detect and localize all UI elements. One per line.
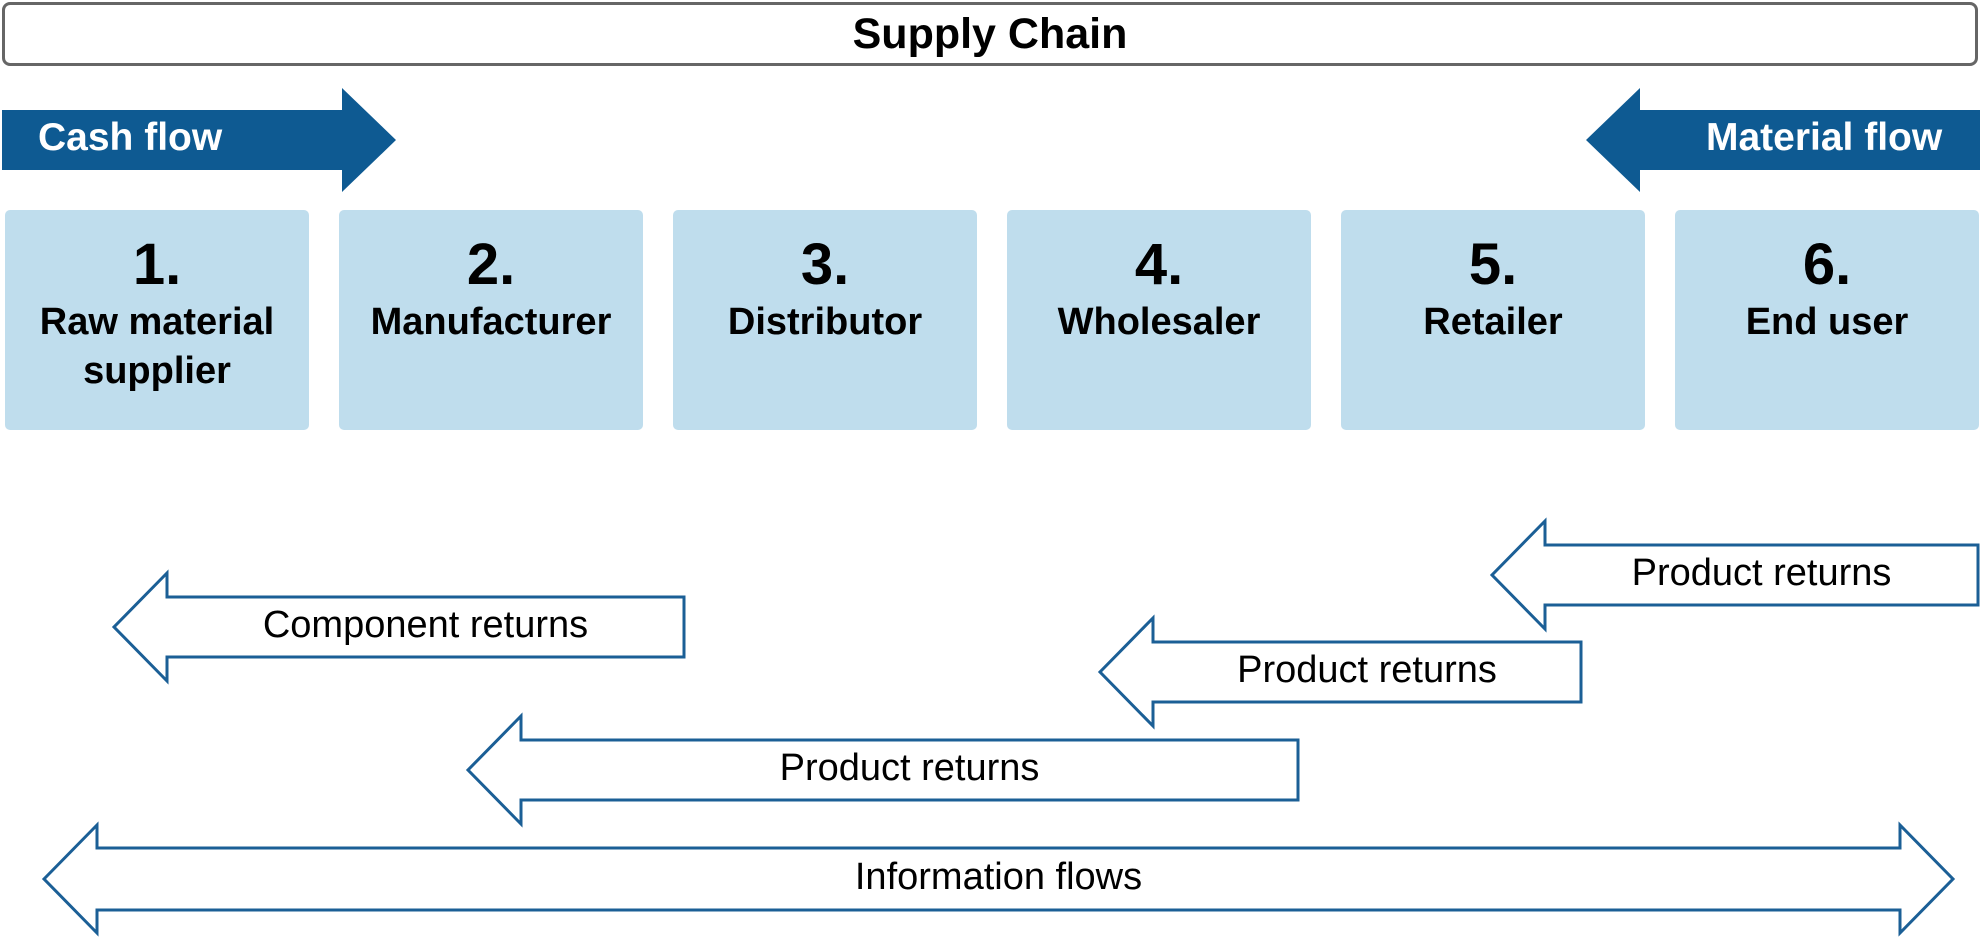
product-returns-middle-label: Product returns <box>1237 649 1497 691</box>
cash-flow-label: Cash flow <box>38 116 223 159</box>
stage-name: End user <box>1745 301 1909 343</box>
stage-end-user: 6. End user <box>1675 210 1979 430</box>
product-returns-top-arrow <box>1489 517 1980 633</box>
stage-manufacturer: 2. Manufacturer <box>339 210 643 430</box>
stage-name: Manufacturer <box>370 301 612 343</box>
stage-number: 2. <box>466 232 516 297</box>
component-returns-arrow <box>111 569 686 685</box>
information-flows-label: Information flows <box>854 856 1143 898</box>
stage-number: 5. <box>1468 232 1518 297</box>
product-returns-top-label: Product returns <box>1631 552 1892 594</box>
stage-name: Raw material supplier <box>40 298 274 396</box>
stage-number: 4. <box>1134 232 1184 297</box>
stage-distributor: 3. Distributor <box>673 210 977 430</box>
component-returns-label: Component returns <box>262 604 589 646</box>
stage-name: Retailer <box>1423 301 1563 343</box>
stage-raw-material-supplier: 1. Raw material supplier <box>5 210 309 430</box>
stage-name: Wholesaler <box>1057 301 1261 343</box>
stage-wholesaler: 4. Wholesaler <box>1007 210 1311 430</box>
stage-name-line1: Raw material <box>39 301 275 343</box>
information-flows-arrow <box>41 821 1956 937</box>
supply-chain-title: Supply Chain <box>2 2 1978 66</box>
stage-number: 6. <box>1802 232 1852 297</box>
stage-name-line2: supplier <box>83 350 231 392</box>
stage-name: Distributor <box>727 301 923 343</box>
product-returns-bottom-label: Product returns <box>779 747 1040 789</box>
cash-flow-arrow <box>2 88 396 192</box>
product-returns-bottom-arrow <box>465 712 1300 828</box>
title-text: Supply Chain <box>852 9 1128 58</box>
stage-number: 3. <box>800 232 850 297</box>
material-flow-arrow <box>1586 88 1980 192</box>
stage-retailer: 5. Retailer <box>1341 210 1645 430</box>
material-flow-label: Material flow <box>1706 116 1943 159</box>
product-returns-middle-arrow <box>1097 614 1583 730</box>
stage-number: 1. <box>132 232 182 297</box>
